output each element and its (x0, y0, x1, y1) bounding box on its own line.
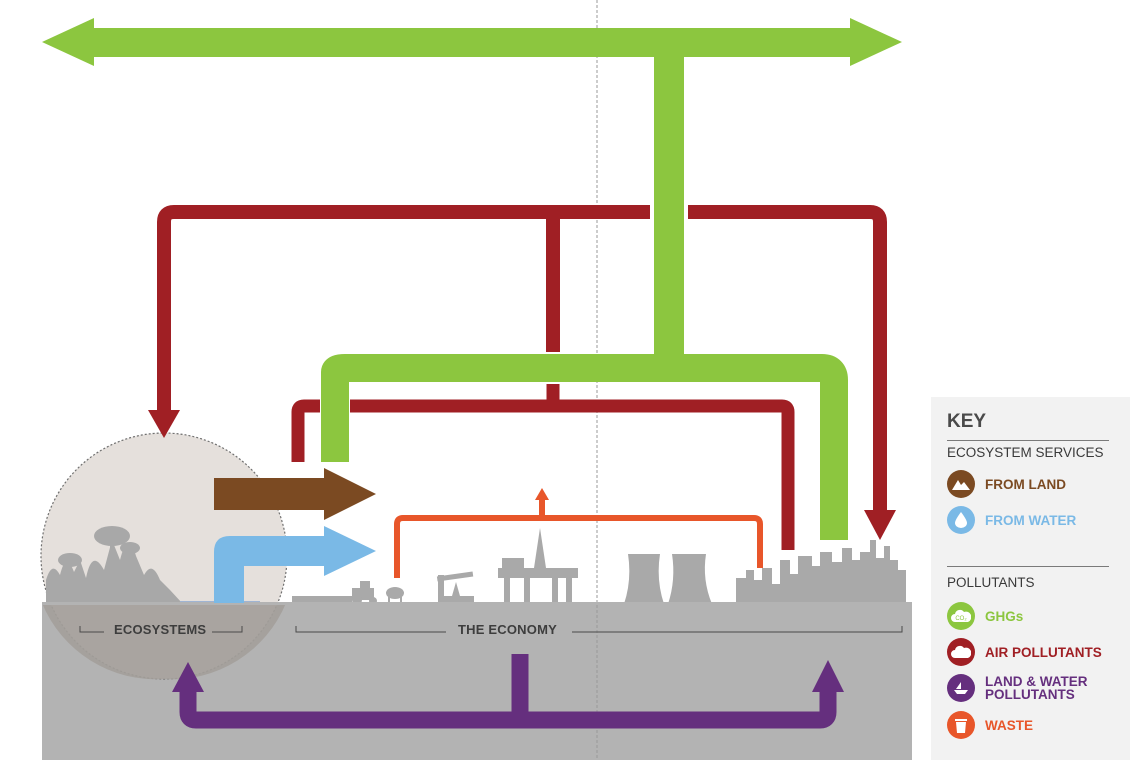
key-item-waste: WASTE (947, 710, 1033, 740)
key-label-air-pollutants: AIR POLLUTANTS (985, 644, 1102, 660)
key-label-land-water-line2: POLLUTANTS (985, 687, 1075, 702)
key-label-land-water: LAND & WATER POLLUTANTS (985, 674, 1088, 702)
bin-icon (947, 711, 975, 739)
air-pollutants-outer-arrow (157, 205, 887, 512)
ecosystems-ground-overlay (42, 603, 286, 680)
air-pollutants-inner-arrow (291, 384, 795, 550)
label-brackets (79, 626, 903, 633)
purple-arrowhead-left (172, 662, 204, 692)
waste-arrowhead (535, 488, 549, 500)
land-water-pollutants-arrow (179, 654, 837, 729)
key-label-ghgs: GHGs (985, 608, 1024, 624)
key-item-ghgs: CO₂ GHGs (947, 601, 1023, 631)
key-item-from-land: FROM LAND (947, 469, 1066, 499)
economy-silhouettes (292, 528, 906, 605)
key-item-from-water: FROM WATER (947, 505, 1076, 535)
co2-text: CO₂ (955, 616, 967, 622)
key-label-from-land: FROM LAND (985, 476, 1066, 492)
key-label-from-water: FROM WATER (985, 512, 1077, 528)
key-divider-middle (947, 566, 1109, 567)
key-item-air-pollutants: AIR POLLUTANTS (947, 637, 1102, 667)
key-label-waste: WASTE (985, 717, 1034, 733)
air-arrowhead-city (864, 510, 896, 540)
key-section-pollutants: POLLUTANTS (947, 575, 1035, 590)
forest-silhouette (46, 526, 182, 603)
key-section-services: ECOSYSTEM SERVICES (947, 445, 1104, 460)
co2-cloud-icon: CO₂ (947, 602, 975, 630)
mountain-icon (947, 470, 975, 498)
water-services-arrow (214, 526, 376, 603)
key-panel: KEY ECOSYSTEM SERVICES FROM LAND FROM WA… (931, 397, 1130, 760)
ghg-inner-arrow (321, 354, 848, 540)
ship-icon (947, 674, 975, 702)
air-arrowhead-ecosystems (148, 410, 180, 438)
key-divider-top (947, 440, 1109, 441)
air-cloud-icon (947, 638, 975, 666)
key-title: KEY (947, 411, 987, 432)
purple-arrowhead-right (812, 660, 844, 692)
ghg-global-arrow (42, 18, 902, 368)
land-services-arrow (214, 468, 376, 520)
flow-diagram (40, 0, 912, 760)
water-drop-icon (947, 506, 975, 534)
ecosystems-label: ECOSYSTEMS (114, 622, 207, 637)
key-label-land-water-line1: LAND & WATER (985, 674, 1088, 689)
waste-arrow (394, 498, 763, 578)
economy-label: THE ECONOMY (452, 622, 563, 637)
key-item-land-water-pollutants: LAND & WATER POLLUTANTS (947, 673, 1088, 703)
ground-line (42, 602, 912, 605)
